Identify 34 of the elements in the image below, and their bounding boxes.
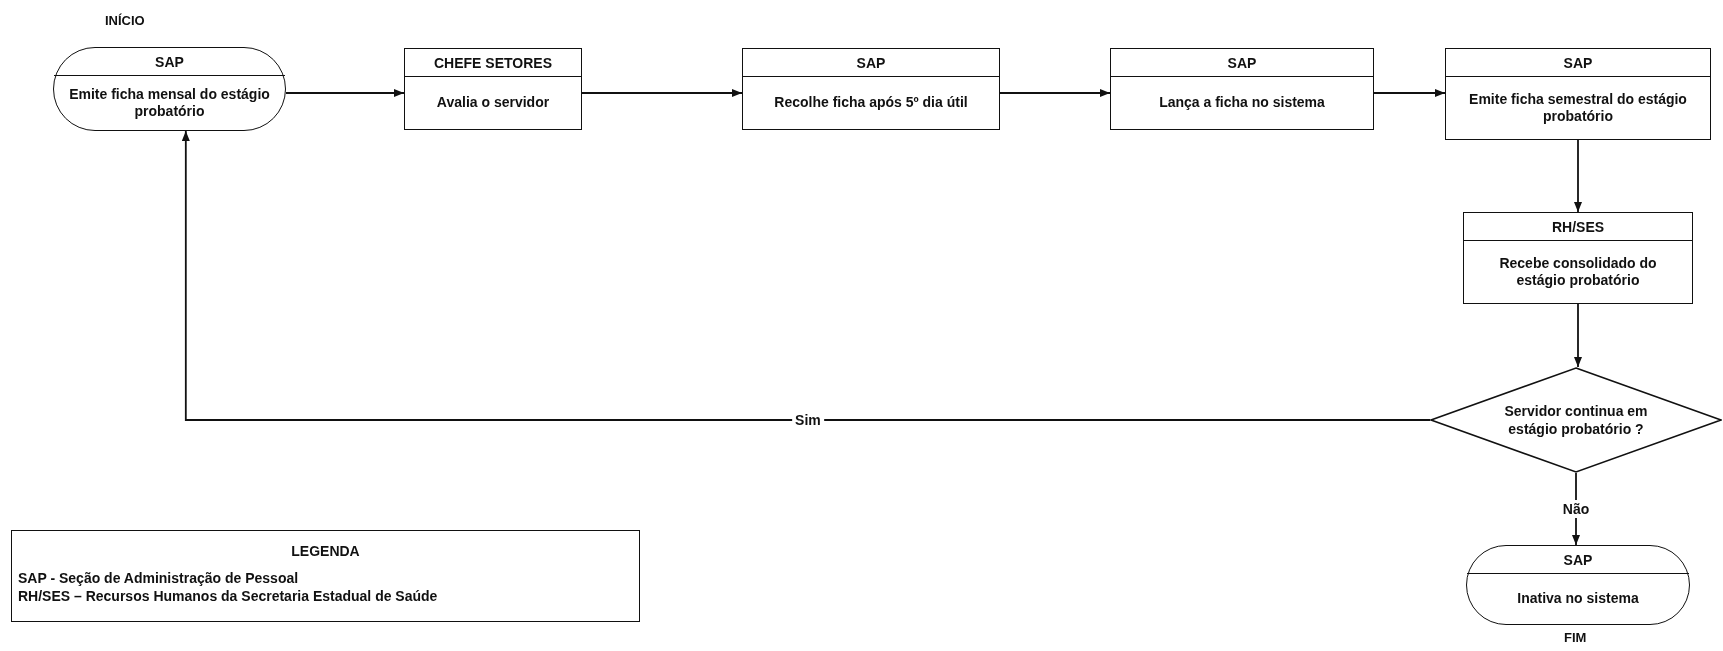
decision-diamond <box>1430 367 1722 473</box>
arrow <box>1373 89 1446 97</box>
box-heading: CHEFE SETORES <box>405 49 581 77</box>
terminal-label: FIM <box>1564 630 1587 645</box>
box-text: Inativa no sistema <box>1516 589 1640 609</box>
arrow <box>181 130 1431 421</box>
arrow <box>999 89 1111 97</box>
box-heading: SAP <box>1446 49 1710 77</box>
box-text: Recolhe ficha após 5º dia útil <box>773 93 969 113</box>
decision-text: Servidor continua em estágio probatório ? <box>1503 401 1649 439</box>
process-box <box>742 48 1000 130</box>
box-heading: RH/SES <box>1464 213 1692 241</box>
box-heading: SAP <box>54 48 285 76</box>
process-box <box>1463 212 1693 304</box>
box-text: Emite ficha semestral do estágio probatório <box>1468 89 1688 126</box>
arrow <box>1574 303 1582 368</box>
box-heading: SAP <box>1111 49 1373 77</box>
legend-box <box>11 530 640 622</box>
process-box <box>1445 48 1711 140</box>
arrow <box>1574 139 1582 213</box>
arrow <box>285 89 405 97</box>
arrow <box>581 89 743 97</box>
legend-entry: SAP - Seção de Administração de Pessoal <box>17 569 300 587</box>
box-text: Avalia o servidor <box>435 93 551 113</box>
terminal-label: INÍCIO <box>105 13 145 28</box>
box-text: Lança a ficha no sistema <box>1158 93 1326 113</box>
legend-entry: RH/SES – Recursos Humanos da Secretaria Estadual de Saúde <box>17 587 439 605</box>
process-box <box>404 48 582 130</box>
box-text: Recebe consolidado do estágio probatório <box>1498 253 1658 290</box>
process-box <box>1110 48 1374 130</box>
box-heading: SAP <box>1467 546 1689 574</box>
legend-title: LEGENDA <box>290 542 361 561</box>
box-text: Emite ficha mensal do estágio probatório <box>68 84 271 121</box>
box-heading: SAP <box>743 49 999 77</box>
